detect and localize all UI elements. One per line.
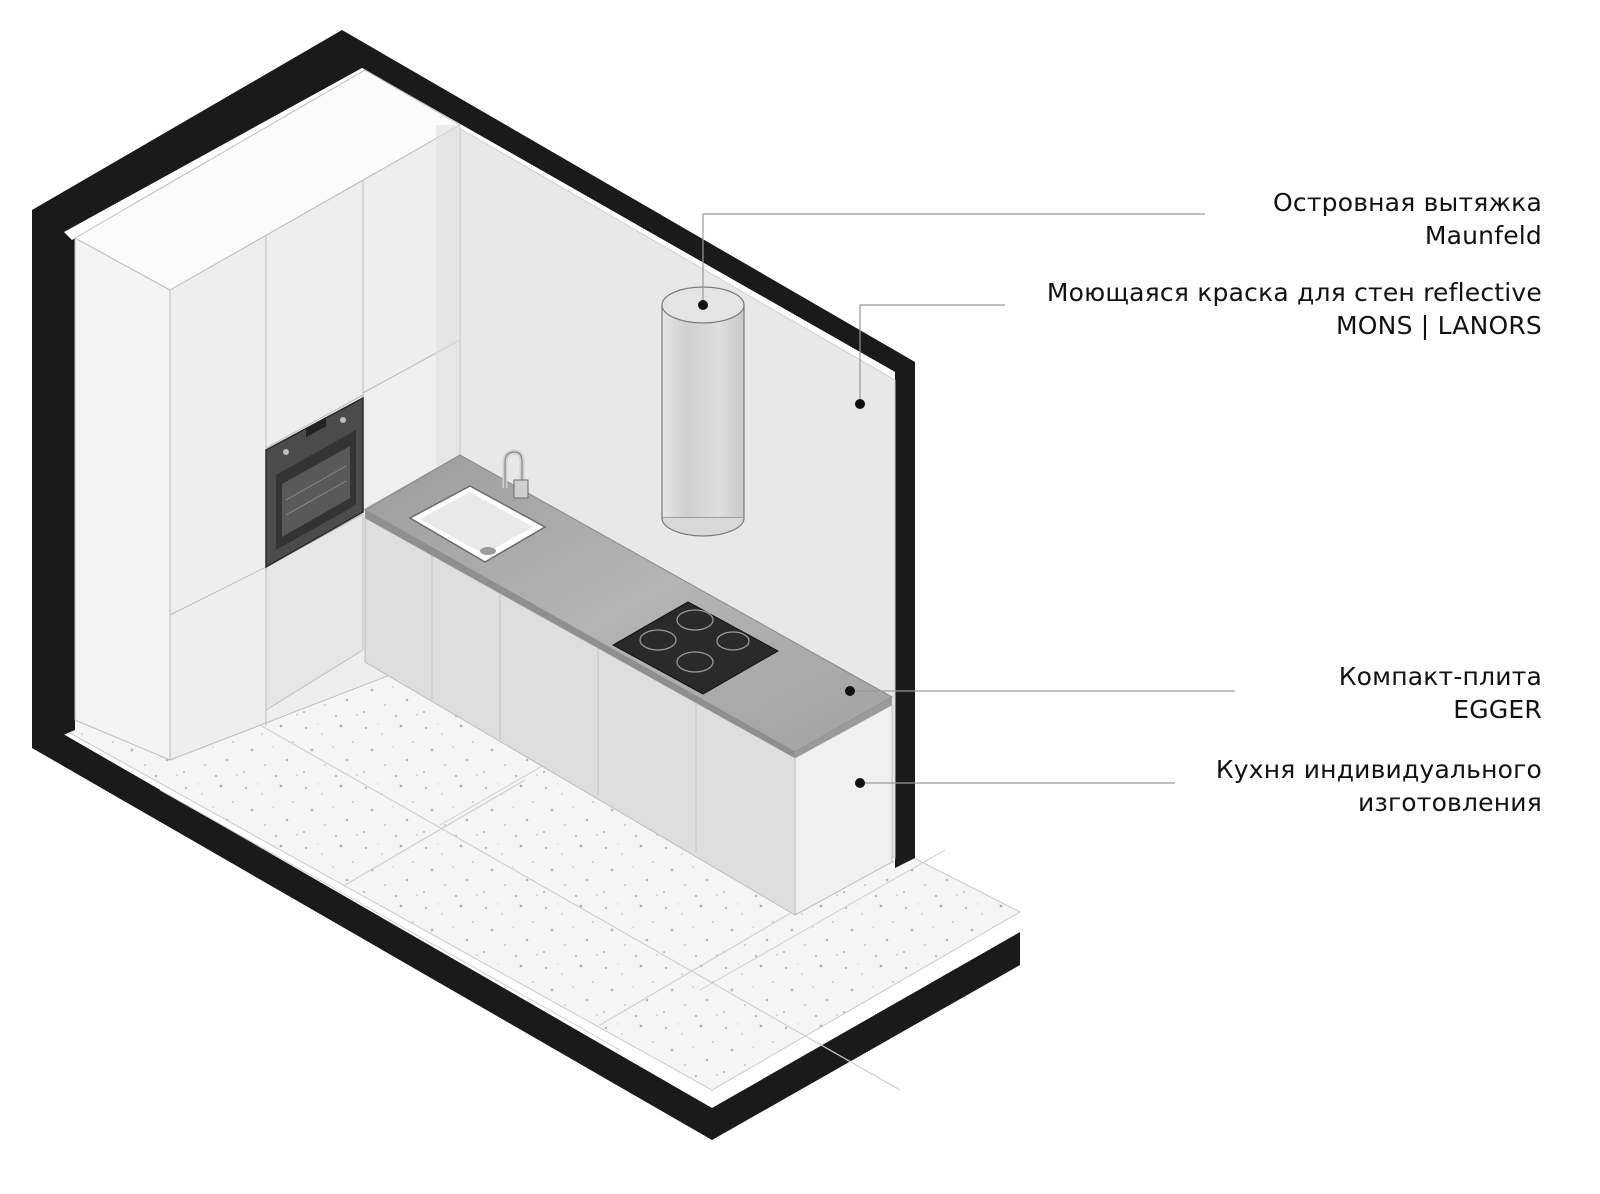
annotation-paint: Моющаяся краска для стен reflective MONS…: [1047, 276, 1542, 342]
island-hood: [661, 286, 745, 537]
induction-hob: [611, 601, 780, 695]
leader-hood: [702, 213, 1205, 305]
floor-slab: [32, 716, 1020, 1140]
paint-marker-dot: [855, 399, 865, 409]
annotation-paint-line1: Моющаяся краска для стен reflective: [1046, 278, 1542, 307]
kitchen-marker-dot: [855, 778, 865, 788]
sink: [408, 485, 547, 563]
annotation-compact-line2: EGGER: [1453, 695, 1542, 724]
leader-lines: [702, 213, 1235, 784]
annotation-compact: Компакт-плита EGGER: [1339, 660, 1542, 726]
wall-section: [32, 30, 915, 868]
oven: [265, 396, 364, 569]
annotation-compact-line1: Компакт-плита: [1338, 662, 1542, 691]
annotation-kitchen: Кухня индивидуального изготовления: [1216, 753, 1542, 819]
annotation-kitchen-line2: изготовления: [1358, 788, 1542, 817]
leader-dots: [698, 300, 865, 788]
annotation-hood-line2: Maunfeld: [1424, 221, 1542, 250]
hood-marker-dot: [698, 300, 708, 310]
annotation-kitchen-line1: Кухня индивидуального: [1215, 755, 1542, 784]
annotation-hood-line1: Островная вытяжка: [1273, 188, 1542, 217]
annotation-paint-line2: MONS | LANORS: [1336, 311, 1542, 340]
compact-marker-dot: [845, 686, 855, 696]
annotation-hood: Островная вытяжка Maunfeld: [1273, 186, 1542, 252]
leader-paint: [859, 304, 1005, 404]
faucet: [502, 449, 529, 499]
